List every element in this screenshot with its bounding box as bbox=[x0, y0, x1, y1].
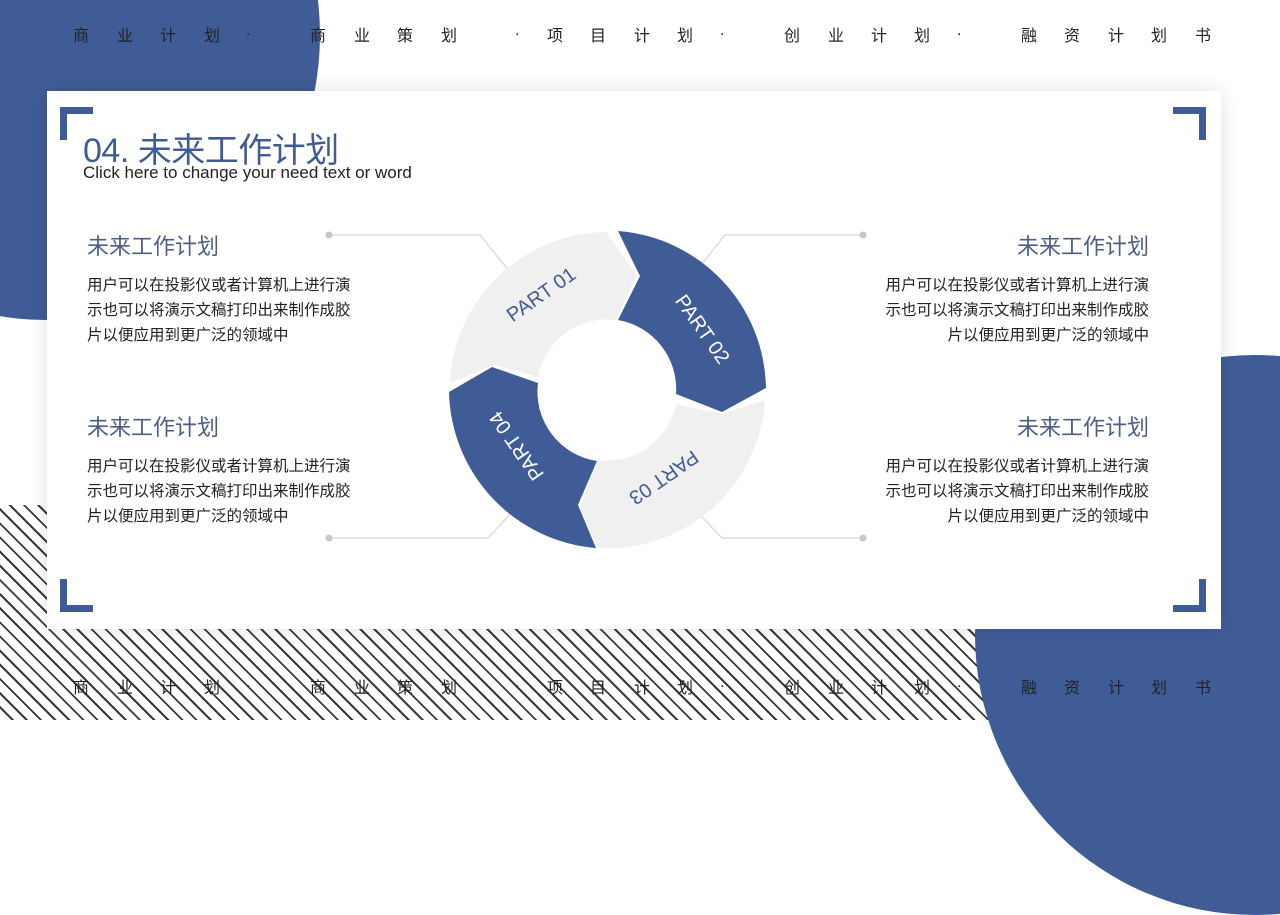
marquee-char: 业 bbox=[354, 680, 371, 697]
marquee-char: 划 bbox=[204, 680, 221, 697]
marquee-char: 策 bbox=[397, 28, 414, 45]
marquee-char: 资 bbox=[1064, 28, 1081, 45]
marquee-char: 商 bbox=[310, 680, 327, 697]
block-heading: 未来工作计划 bbox=[87, 415, 220, 440]
body-line: 片以便应用到更广泛的领域中 bbox=[947, 327, 1149, 344]
marquee-char: 划 bbox=[1151, 680, 1168, 697]
marquee-char: 计 bbox=[1108, 28, 1125, 45]
body-line: 片以便应用到更广泛的领域中 bbox=[947, 508, 1149, 525]
text-block-1[interactable]: 未来工作计划 用户可以在投影仪或者计算机上进行演 示也可以将演示文稿打印出来制作… bbox=[87, 229, 377, 348]
marquee-char: 商 bbox=[73, 28, 90, 45]
body-line: 示也可以将演示文稿打印出来制作成胶 bbox=[87, 483, 351, 500]
marquee-char: 划 bbox=[677, 28, 694, 45]
text-block-3[interactable]: 未来工作计划 用户可以在投影仪或者计算机上进行演 示也可以将演示文稿打印出来制作… bbox=[87, 410, 377, 529]
marquee-char: 计 bbox=[634, 28, 651, 45]
marquee-char: 目 bbox=[590, 28, 607, 45]
page-title[interactable]: 04. 未来工作计划 bbox=[83, 132, 339, 170]
corner-bracket-top-left bbox=[60, 107, 93, 140]
corner-bracket-bottom-left bbox=[60, 579, 93, 612]
marquee-char: 书 bbox=[1195, 680, 1212, 697]
marquee-char: 项 bbox=[547, 28, 564, 45]
marquee-char: 书 bbox=[1195, 28, 1212, 45]
top-marquee: 商 业 计 划 . 商 业 策 划 . 项 目 计 划 . 创 业 计 划 . … bbox=[0, 22, 1280, 52]
marquee-char: 业 bbox=[828, 680, 845, 697]
body-line: 用户可以在投影仪或者计算机上进行演 bbox=[87, 277, 351, 294]
ring-segment-part-03[interactable] bbox=[580, 400, 765, 549]
marquee-char: 业 bbox=[354, 28, 371, 45]
marquee-char: 商 bbox=[310, 28, 327, 45]
marquee-char: 融 bbox=[1021, 680, 1038, 697]
body-line: 用户可以在投影仪或者计算机上进行演 bbox=[87, 458, 351, 475]
marquee-char: 商 bbox=[73, 680, 90, 697]
corner-bracket-bottom-right bbox=[1173, 579, 1206, 612]
marquee-char: 计 bbox=[634, 680, 651, 697]
ring-segment-part-01[interactable] bbox=[450, 232, 637, 383]
marquee-char: 划 bbox=[204, 28, 221, 45]
marquee-char: 计 bbox=[871, 28, 888, 45]
text-block-4[interactable]: 未来工作计划 用户可以在投影仪或者计算机上进行演 示也可以将演示文稿打印出来制作… bbox=[859, 410, 1149, 529]
block-body: 用户可以在投影仪或者计算机上进行演 示也可以将演示文稿打印出来制作成胶 片以便应… bbox=[87, 454, 377, 529]
block-body: 用户可以在投影仪或者计算机上进行演 示也可以将演示文稿打印出来制作成胶 片以便应… bbox=[859, 273, 1149, 348]
connector-dot bbox=[325, 534, 333, 542]
marquee-char: 计 bbox=[160, 28, 177, 45]
body-line: 示也可以将演示文稿打印出来制作成胶 bbox=[885, 483, 1149, 500]
marquee-char: 创 bbox=[784, 28, 801, 45]
marquee-char: 业 bbox=[828, 28, 845, 45]
cycle-ring-diagram: PART 01 PART 02 PART 03 PART 04 bbox=[325, 231, 867, 549]
text-block-2[interactable]: 未来工作计划 用户可以在投影仪或者计算机上进行演 示也可以将演示文稿打印出来制作… bbox=[859, 229, 1149, 348]
page-subtitle[interactable]: Click here to change your need text or w… bbox=[83, 163, 412, 182]
marquee-char: 计 bbox=[871, 680, 888, 697]
marquee-char: 计 bbox=[1108, 680, 1125, 697]
marquee-char: 目 bbox=[590, 680, 607, 697]
marquee-char: . bbox=[246, 674, 251, 691]
bottom-marquee: 商 业 计 划 . 商 业 策 划 . 项 目 计 划 . 创 业 计 划 . … bbox=[0, 674, 1280, 704]
connector-dot bbox=[325, 231, 333, 239]
marquee-char: 创 bbox=[784, 680, 801, 697]
marquee-char: . bbox=[720, 674, 725, 691]
marquee-char: 资 bbox=[1064, 680, 1081, 697]
body-line: 示也可以将演示文稿打印出来制作成胶 bbox=[885, 302, 1149, 319]
marquee-char: . bbox=[720, 22, 725, 39]
marquee-char: 划 bbox=[441, 680, 458, 697]
block-body: 用户可以在投影仪或者计算机上进行演 示也可以将演示文稿打印出来制作成胶 片以便应… bbox=[859, 454, 1149, 529]
marquee-char: 项 bbox=[547, 680, 564, 697]
body-line: 用户可以在投影仪或者计算机上进行演 bbox=[885, 458, 1149, 475]
marquee-char: . bbox=[957, 674, 962, 691]
marquee-char: 划 bbox=[914, 28, 931, 45]
block-heading: 未来工作计划 bbox=[1016, 234, 1149, 259]
body-line: 片以便应用到更广泛的领域中 bbox=[87, 327, 289, 344]
ring-segment-part-02[interactable] bbox=[618, 231, 766, 412]
marquee-char: 业 bbox=[117, 680, 134, 697]
block-heading: 未来工作计划 bbox=[1016, 415, 1149, 440]
marquee-char: 划 bbox=[1151, 28, 1168, 45]
marquee-char: 划 bbox=[441, 28, 458, 45]
marquee-char: . bbox=[246, 22, 251, 39]
marquee-char: 策 bbox=[397, 680, 414, 697]
body-line: 用户可以在投影仪或者计算机上进行演 bbox=[885, 277, 1149, 294]
body-line: 示也可以将演示文稿打印出来制作成胶 bbox=[87, 302, 351, 319]
connector-dot bbox=[859, 534, 867, 542]
marquee-char: . bbox=[957, 22, 962, 39]
connector-dot bbox=[859, 231, 867, 239]
marquee-char: . bbox=[515, 22, 520, 39]
corner-bracket-top-right bbox=[1173, 107, 1206, 140]
marquee-char: 计 bbox=[160, 680, 177, 697]
ring-segment-part-04[interactable] bbox=[449, 367, 597, 548]
marquee-char: 划 bbox=[677, 680, 694, 697]
block-body: 用户可以在投影仪或者计算机上进行演 示也可以将演示文稿打印出来制作成胶 片以便应… bbox=[87, 273, 377, 348]
block-heading: 未来工作计划 bbox=[87, 234, 220, 259]
marquee-char: . bbox=[515, 674, 520, 691]
body-line: 片以便应用到更广泛的领域中 bbox=[87, 508, 289, 525]
marquee-char: 业 bbox=[117, 28, 134, 45]
marquee-char: 融 bbox=[1021, 28, 1038, 45]
marquee-char: 划 bbox=[914, 680, 931, 697]
